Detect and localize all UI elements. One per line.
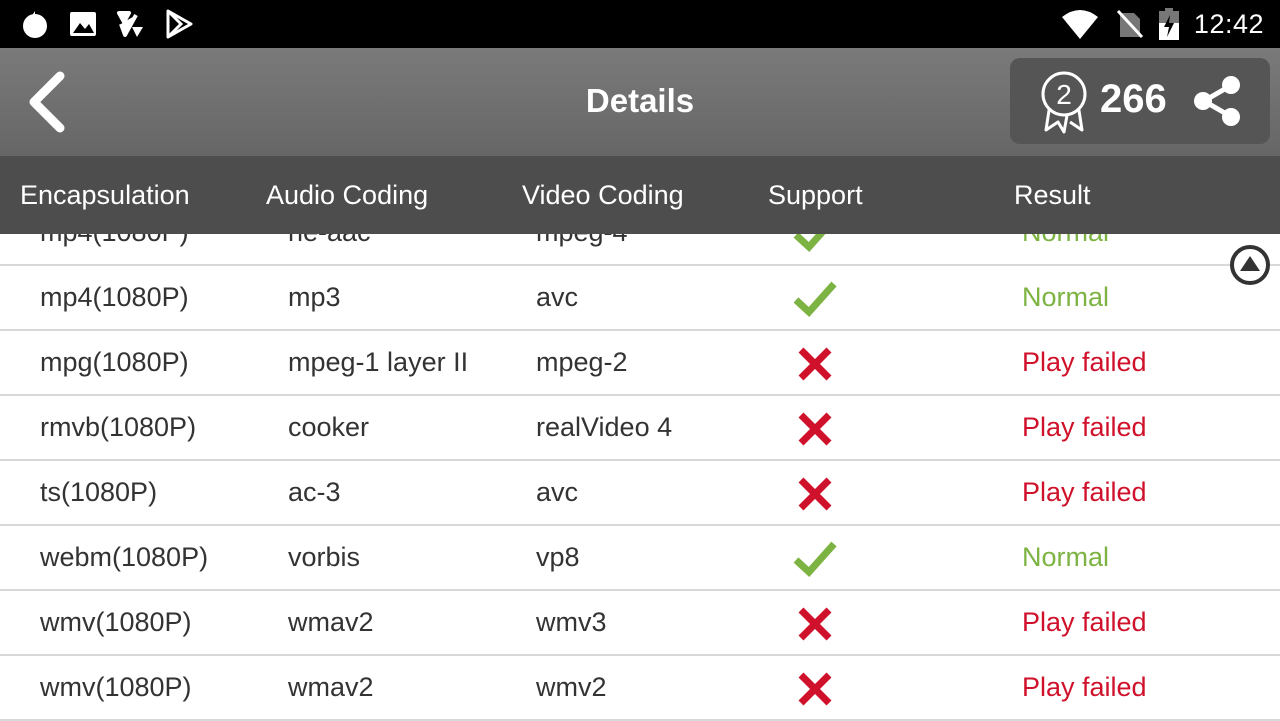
score-value: 266: [1100, 77, 1167, 121]
table-row[interactable]: wmv(1080P) wmav2 wmv3 Play failed: [0, 591, 1280, 656]
cell-encapsulation: mp4(1080P): [40, 282, 189, 312]
system-status: 12:42: [1060, 6, 1264, 42]
cross-icon: [792, 406, 838, 452]
cell-encapsulation: wmv(1080P): [40, 672, 192, 702]
header-support: Support: [768, 180, 863, 210]
table-row[interactable]: mp4(1080P) mp3 avc Normal: [0, 266, 1280, 331]
cell-result: Normal: [1022, 542, 1110, 572]
cell-audio-coding: wmav2: [288, 607, 374, 637]
back-chevron-icon: [29, 71, 65, 133]
cell-result: Normal: [1022, 282, 1110, 312]
cell-audio-coding: wmav2: [288, 672, 374, 702]
cell-video-coding: avc: [536, 477, 579, 507]
cell-encapsulation: mpg(1080P): [40, 347, 189, 377]
header-video-coding: Video Coding: [522, 180, 684, 210]
cell-audio-coding: mp3: [288, 282, 341, 312]
status-bar: 12:42: [0, 0, 1280, 48]
table-header: Encapsulation Audio Coding Video Coding …: [0, 156, 1280, 234]
cross-icon: [792, 666, 838, 712]
table-row[interactable]: ts(1080P) ac-3 avc Play failed: [0, 461, 1280, 526]
cell-result: Play failed: [1022, 477, 1147, 507]
table-row[interactable]: rmvb(1080P) cooker realVideo 4 Play failed: [0, 396, 1280, 461]
wifi-icon: [1060, 9, 1100, 39]
table-row[interactable]: mpg(1080P) mpeg-1 layer II mpeg-2 Play fail…: [0, 331, 1280, 396]
image-icon: [68, 9, 98, 39]
back-button[interactable]: [18, 68, 74, 136]
cell-audio-coding: vorbis: [288, 542, 361, 572]
notification-icons: [20, 8, 194, 40]
cell-encapsulation: webm(1080P): [40, 542, 209, 572]
scroll-to-top-icon: [1230, 245, 1270, 285]
results-table[interactable]: mp4(1080P)he-aacmpeg-4Normalmp4(1080P)mp…: [0, 201, 1280, 721]
header-audio-coding: Audio Coding: [266, 180, 429, 210]
play-store-icon: [164, 9, 194, 39]
table-row[interactable]: wmv(1080P) wmav2 wmv2 Play failed: [0, 656, 1280, 721]
cell-result: Play failed: [1022, 672, 1147, 702]
cell-result: Play failed: [1022, 607, 1147, 637]
cell-video-coding: mpeg-2: [536, 347, 628, 377]
share-button[interactable]: [1188, 72, 1246, 130]
cell-result: Play failed: [1022, 412, 1147, 442]
no-sim-icon: [1114, 9, 1144, 39]
cross-icon: [792, 341, 838, 387]
cell-audio-coding: cooker: [288, 412, 370, 442]
cell-video-coding: avc: [536, 282, 579, 312]
clock: 12:42: [1193, 8, 1264, 39]
score-panel: 2 266: [1010, 58, 1270, 144]
cell-audio-coding: mpeg-1 layer II: [288, 347, 469, 377]
cell-encapsulation: wmv(1080P): [40, 607, 192, 637]
cell-video-coding: vp8: [536, 542, 580, 572]
page-title: Details: [585, 82, 695, 119]
header-encapsulation: Encapsulation: [20, 180, 190, 210]
check-icon: [792, 276, 838, 322]
check-icon: [792, 536, 838, 582]
cell-video-coding: wmv3: [536, 607, 607, 637]
award-ribbon-icon: 2: [1038, 70, 1090, 134]
cross-icon: [792, 471, 838, 517]
cell-encapsulation: ts(1080P): [40, 477, 158, 507]
cell-video-coding: realVideo 4: [536, 412, 673, 442]
cell-result: Play failed: [1022, 347, 1147, 377]
badge-number: 2: [1056, 79, 1072, 110]
app-bar: Details 2 266: [0, 48, 1280, 156]
cell-audio-coding: ac-3: [288, 477, 341, 507]
share-icon: [1194, 76, 1240, 126]
checklist-icon: [116, 9, 146, 39]
header-result: Result: [1014, 180, 1091, 210]
flame-icon: [20, 9, 50, 39]
cross-icon: [792, 601, 838, 647]
scroll-to-top-button[interactable]: [1228, 243, 1272, 287]
cell-video-coding: wmv2: [536, 672, 607, 702]
cell-encapsulation: rmvb(1080P): [40, 412, 197, 442]
table-row[interactable]: webm(1080P) vorbis vp8 Normal: [0, 526, 1280, 591]
battery-charging-icon: [1158, 8, 1180, 40]
